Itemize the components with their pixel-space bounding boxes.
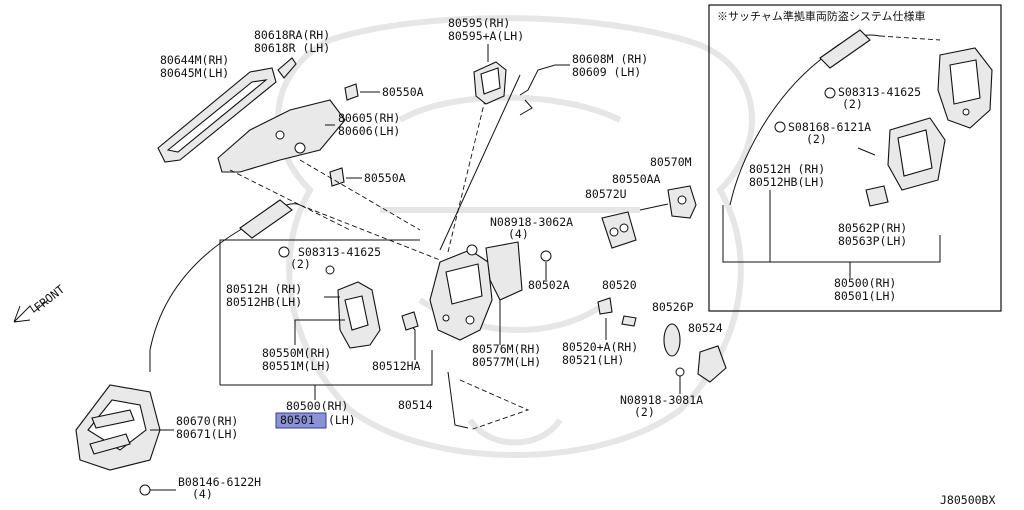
label-80563p: 80563P(LH) <box>838 234 907 248</box>
label-80526p: 80526P <box>652 300 694 314</box>
label-80500-inset: 80500(RH) <box>834 276 896 290</box>
label-80550m: 80550M(RH) <box>262 346 331 360</box>
label-80501-highlight[interactable]: 80501 <box>280 413 315 427</box>
label-80644m: 80644M(RH) <box>160 53 229 67</box>
label-80609: 80609 (LH) <box>572 65 641 79</box>
inside-handle-80670 <box>75 384 161 471</box>
label-80520a: 80520+A(RH) <box>562 340 638 354</box>
label-08146-6122h: B08146-6122H <box>178 475 261 489</box>
label-80551m: 80551M(LH) <box>262 359 331 373</box>
inset-title: ※サッチャム準拠車両防盗システム仕様車 <box>717 9 926 23</box>
label-08168-6121a-qty: (2) <box>806 132 827 146</box>
label-80501-inset: 80501(LH) <box>834 289 896 303</box>
label-80572u: 80572U <box>585 187 627 201</box>
label-80500-lh: (LH) <box>328 413 356 427</box>
label-08918-3062a: N08918-3062A <box>490 215 573 229</box>
highlight-80501[interactable] <box>275 412 327 429</box>
label-08918-3062a-qty: (4) <box>508 227 529 241</box>
label-80512h-inset: 80512H (RH) <box>749 162 825 176</box>
label-08313-left-qty: (2) <box>290 257 311 271</box>
label-80618ra: 80618RA(RH) <box>254 28 330 42</box>
label-80512h-left: 80512H (RH) <box>226 282 302 296</box>
label-80514: 80514 <box>398 398 433 412</box>
label-80512hb-inset: 80512HB(LH) <box>749 175 825 189</box>
label-80606: 80606(LH) <box>338 124 400 138</box>
inset-lever-80562p <box>865 185 889 207</box>
bracket-80576m <box>485 241 523 301</box>
label-80608m: 80608M (RH) <box>572 52 648 66</box>
label-80570m: 80570M <box>650 155 692 169</box>
escutcheon-80524 <box>697 345 727 383</box>
diagram-code: J80500BX <box>940 493 995 507</box>
inset-frame <box>708 4 1002 312</box>
outside-handle-group <box>157 57 359 187</box>
bumper-80572u <box>601 211 637 249</box>
label-80520: 80520 <box>602 278 637 292</box>
label-08313-inset: S08313-41625 <box>838 85 921 99</box>
label-80671: 80671(LH) <box>176 427 238 441</box>
cylinder-80520 <box>597 297 613 315</box>
label-80550a-top: 80550A <box>382 85 424 99</box>
cable-left <box>149 203 301 351</box>
label-80562p: 80562P(RH) <box>838 221 907 235</box>
label-08313-left: S08313-41625 <box>298 245 381 259</box>
label-80512hb-left: 80512HB(LH) <box>226 295 302 309</box>
label-80595: 80595(RH) <box>448 16 510 30</box>
label-80524: 80524 <box>688 321 723 335</box>
label-80576m: 80576M(RH) <box>472 342 541 356</box>
label-80550aa: 80550AA <box>612 172 661 186</box>
label-80550a-mid: 80550A <box>364 171 406 185</box>
label-08918-3081a-qty: (2) <box>634 405 655 419</box>
label-80502a: 80502A <box>528 278 570 292</box>
label-80521: 80521(LH) <box>562 353 624 367</box>
label-80512ha: 80512HA <box>372 359 421 373</box>
label-08146-6122h-qty: (4) <box>192 487 213 501</box>
label-80500-rh: 80500(RH) <box>286 399 348 413</box>
label-08918-3081a: N08918-3081A <box>620 393 703 407</box>
label-80670: 80670(RH) <box>176 414 238 428</box>
front-arrow-icon <box>13 299 49 323</box>
label-08313-inset-qty: (2) <box>842 97 863 111</box>
rod-80595 <box>439 74 521 251</box>
inside-handle-80595 <box>473 61 507 105</box>
door-lock-actuator <box>429 249 493 341</box>
label-80645m: 80645M(LH) <box>160 66 229 80</box>
label-80577m: 80577M(LH) <box>472 355 541 369</box>
label-80605: 80605(RH) <box>338 111 400 125</box>
rod-80608m <box>519 64 570 96</box>
striker-80570m <box>667 185 697 219</box>
inset-motor <box>887 117 946 191</box>
front-label: FRONT <box>31 282 67 314</box>
lever-80550m <box>325 265 381 349</box>
rod-80514 <box>447 371 469 429</box>
label-80595a: 80595+A(LH) <box>448 29 524 43</box>
label-08168-6121a: S08168-6121A <box>788 120 871 134</box>
inset-actuator <box>937 47 993 129</box>
label-80618r: 80618R (LH) <box>254 41 330 55</box>
gasket-80526p <box>663 323 681 357</box>
